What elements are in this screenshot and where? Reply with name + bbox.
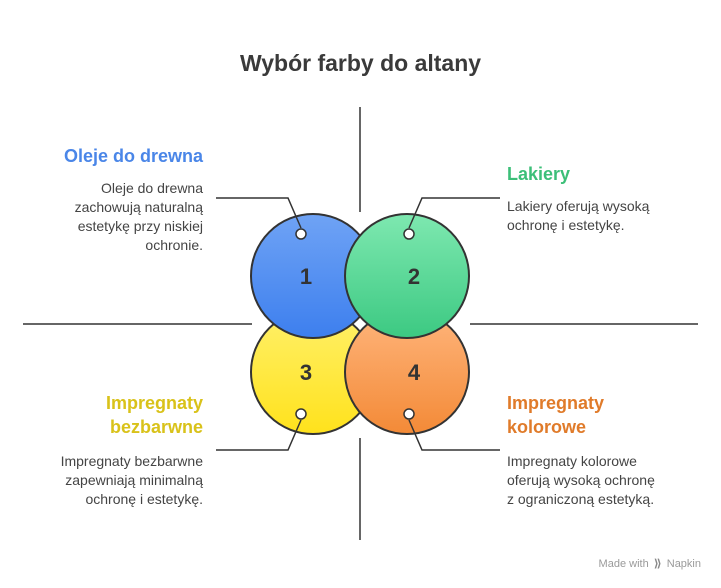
footer-brand: Napkin — [666, 558, 701, 570]
connector-3 — [216, 419, 302, 451]
circle-2 — [344, 213, 470, 339]
connector-dot-2 — [403, 228, 415, 240]
heading-3: Impregnaty bezbarwne — [105, 393, 203, 437]
connector-4 — [408, 419, 500, 451]
footer-prefix: Made with — [598, 558, 649, 570]
circle-number-2: 2 — [408, 264, 420, 289]
connector-dot-3 — [295, 408, 307, 420]
heading-2: Lakiery — [507, 164, 571, 184]
description-1: Oleje do drewna zachowują naturalną este… — [74, 180, 203, 253]
connector-2 — [408, 197, 500, 229]
connector-dot-4 — [403, 408, 415, 420]
page-title: Wybór farby do altany — [239, 50, 482, 76]
description-3: Impregnaty bezbarwne zapewniają minimaln… — [60, 453, 203, 507]
circle-number-4: 4 — [408, 360, 421, 385]
description-2: Lakiery oferują wysoką ochronę i estetyk… — [507, 198, 650, 233]
connector-1 — [216, 197, 302, 229]
connector-dot-1 — [295, 228, 307, 240]
circle-number-1: 1 — [300, 264, 312, 289]
footer-credit: Made with ⟫ Napkin — [599, 557, 701, 570]
description-4: Impregnaty kolorowe oferują wysoką ochro… — [507, 453, 655, 507]
circle-number-3: 3 — [300, 360, 312, 385]
heading-1: Oleje do drewna — [63, 146, 203, 166]
heading-4: Impregnaty kolorowe — [507, 393, 605, 437]
napkin-logo-icon: ⟫ — [653, 558, 662, 570]
